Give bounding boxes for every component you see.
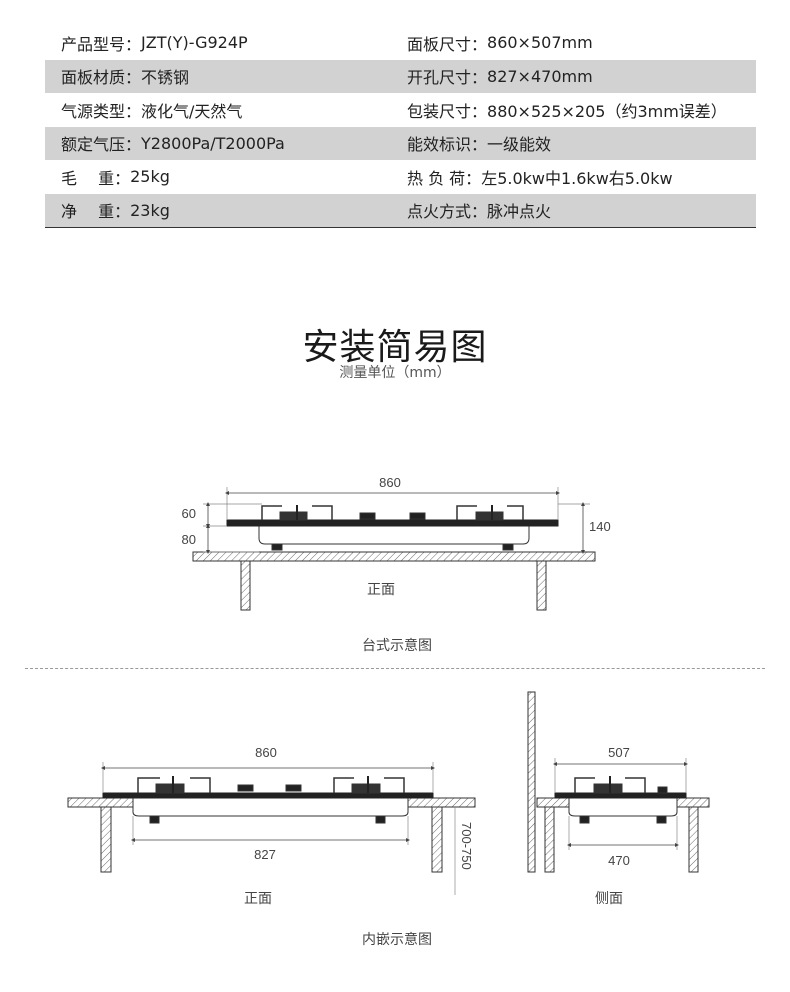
cabinet-wall	[100, 806, 112, 873]
spec-value: 不锈钢	[141, 68, 190, 88]
builtin-caption: 内嵌示意图	[362, 931, 432, 948]
spec-label: 点火方式：	[407, 202, 488, 222]
counter-top	[407, 797, 476, 808]
dim-cutout-label: 827	[254, 847, 276, 862]
spec-value: 左5.0kw中1.6kw右5.0kw	[481, 168, 673, 188]
stove-foot	[271, 543, 283, 551]
table-leg	[240, 560, 251, 611]
spec-label: 包装尺寸：	[407, 101, 488, 121]
dim-width-label: 860	[379, 475, 401, 490]
stove-body	[568, 798, 678, 817]
spec-value: 液化气/天然气	[141, 101, 243, 121]
pan-support	[574, 777, 646, 793]
spec-label: 净 重：	[61, 202, 131, 222]
knob	[359, 512, 376, 520]
spec-label: 气源类型：	[61, 101, 142, 121]
spec-value: 25kg	[130, 167, 170, 187]
burner	[593, 783, 623, 794]
counter-top	[676, 797, 710, 808]
burner	[351, 783, 381, 794]
spec-label: 热 负 荷：	[407, 168, 482, 188]
wall	[527, 691, 536, 873]
spec-row: 净 重：23kg 点火方式：脉冲点火	[45, 193, 756, 227]
knob	[409, 512, 426, 520]
stove-body	[132, 798, 409, 817]
stove-panel	[102, 792, 434, 799]
cabinet-wall	[688, 806, 699, 873]
spec-label: 开孔尺寸：	[407, 68, 488, 88]
pan-support	[456, 505, 524, 520]
spec-value: 一级能效	[487, 135, 552, 155]
spec-value: 860×507mm	[487, 33, 593, 53]
view-label: 侧面	[595, 891, 623, 907]
spec-value: 827×470mm	[487, 66, 593, 86]
view-label: 正面	[244, 891, 272, 907]
stove-panel	[226, 519, 559, 527]
table-leg	[536, 560, 547, 611]
knob	[237, 784, 254, 792]
section-divider	[25, 668, 765, 669]
dim-width-label: 507	[608, 745, 630, 760]
stove-foot	[502, 543, 514, 551]
dim-height-total-label: 140	[589, 519, 611, 534]
spec-row: 毛 重：25kg 热 负 荷：左5.0kw中1.6kw右5.0kw	[45, 160, 756, 194]
spec-label: 产品型号：	[61, 34, 142, 54]
spec-row: 面板材质：不锈钢 开孔尺寸：827×470mm	[45, 59, 756, 93]
stove-panel	[554, 792, 687, 799]
spec-value: 880×525×205（约3mm误差）	[487, 101, 727, 121]
spec-label: 面板尺寸：	[407, 34, 488, 54]
spec-value: Y2800Pa/T2000Pa	[141, 133, 285, 153]
spec-row: 气源类型：液化气/天然气 包装尺寸：880×525×205（约3mm误差）	[45, 93, 756, 127]
pan-support	[333, 777, 405, 793]
knob	[285, 784, 302, 792]
cabinet-wall	[544, 806, 555, 873]
burner	[155, 783, 185, 794]
install-subtitle: 测量单位（mm）	[339, 365, 451, 381]
spec-label: 能效标识：	[407, 135, 488, 155]
dim-cutout-label: 470	[608, 853, 630, 868]
stove-body	[258, 526, 530, 545]
spec-label: 额定气压：	[61, 135, 142, 155]
dim-width-label: 860	[255, 745, 277, 760]
cabinet-wall	[431, 806, 443, 873]
pan-support	[137, 777, 211, 793]
counter-top	[536, 797, 570, 808]
stove-foot	[149, 815, 160, 824]
burner	[475, 511, 504, 521]
spec-label: 毛 重：	[61, 168, 131, 188]
spec-row: 额定气压：Y2800Pa/T2000Pa 能效标识：一级能效	[45, 126, 756, 160]
dim-height-label: 700-750	[459, 822, 474, 870]
table-top	[192, 551, 596, 562]
spec-table: 产品型号：JZT(Y)-G924P 面板尺寸：860×507mm 面板材质：不锈…	[45, 26, 756, 228]
stove-foot	[656, 815, 667, 824]
builtin-side-diagram	[527, 691, 710, 873]
burner	[279, 511, 308, 521]
install-title: 安装简易图	[302, 327, 488, 368]
view-label: 正面	[367, 582, 395, 598]
dim-height-top-label: 60	[182, 506, 196, 521]
spec-value: 脉冲点火	[487, 202, 552, 222]
tabletop-diagram	[192, 487, 596, 611]
stove-foot	[375, 815, 386, 824]
counter-top	[67, 797, 134, 808]
builtin-front-diagram	[67, 762, 476, 895]
spec-label: 面板材质：	[61, 68, 142, 88]
pan-support	[261, 505, 333, 520]
dim-height-bottom-label: 80	[182, 532, 196, 547]
spec-row: 产品型号：JZT(Y)-G924P 面板尺寸：860×507mm	[45, 26, 756, 60]
knob	[657, 786, 668, 794]
tabletop-caption: 台式示意图	[362, 637, 432, 654]
spec-value: 23kg	[130, 200, 170, 220]
stove-foot	[579, 815, 590, 824]
spec-value: JZT(Y)-G924P	[141, 33, 248, 53]
